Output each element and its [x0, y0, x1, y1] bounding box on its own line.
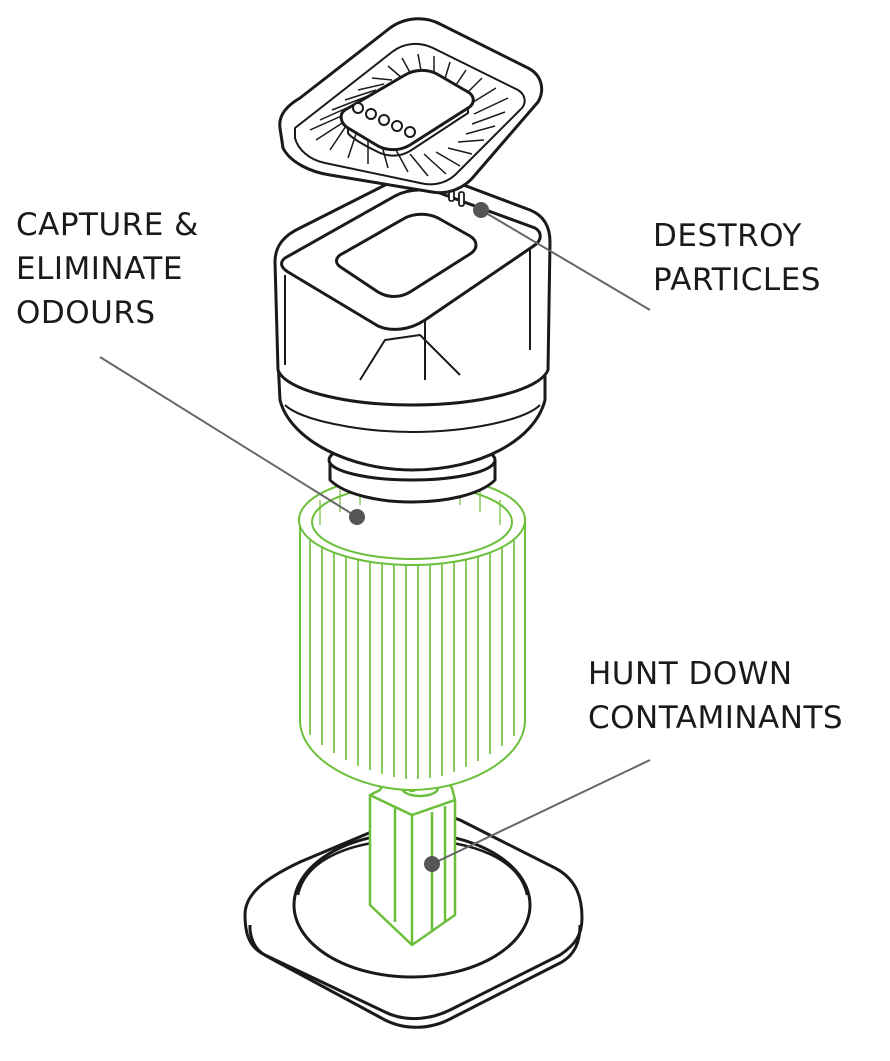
marker-dot-hunt	[424, 856, 440, 872]
capture-label-line-3: ODOURS	[16, 295, 156, 331]
leader-line-destroy	[480, 209, 651, 311]
capture-eliminate-odours-label: CAPTURE & ELIMINATE ODOURS	[16, 203, 199, 335]
destroy-label-line-2: PARTICLES	[653, 262, 821, 298]
top-lid	[278, 17, 544, 195]
hunt-down-contaminants-label: HUNT DOWN CONTAMINANTS	[588, 652, 843, 740]
hunt-label-line-2: CONTAMINANTS	[588, 700, 844, 736]
leader-lines	[99, 209, 651, 865]
main-body	[273, 172, 552, 504]
marker-dot-destroy	[473, 202, 489, 218]
markers	[349, 202, 489, 872]
capture-label-line-1: CAPTURE &	[16, 207, 199, 243]
capture-label-line-2: ELIMINATE	[16, 251, 183, 287]
destroy-label-line-1: DESTROY	[653, 218, 802, 254]
hunt-label-line-1: HUNT DOWN	[588, 656, 793, 692]
destroy-particles-label: DESTROY PARTICLES	[653, 214, 821, 302]
marker-dot-capture	[349, 509, 365, 525]
leader-line-hunt	[431, 759, 651, 865]
leader-line-capture	[99, 356, 358, 518]
odour-filter	[298, 474, 526, 792]
